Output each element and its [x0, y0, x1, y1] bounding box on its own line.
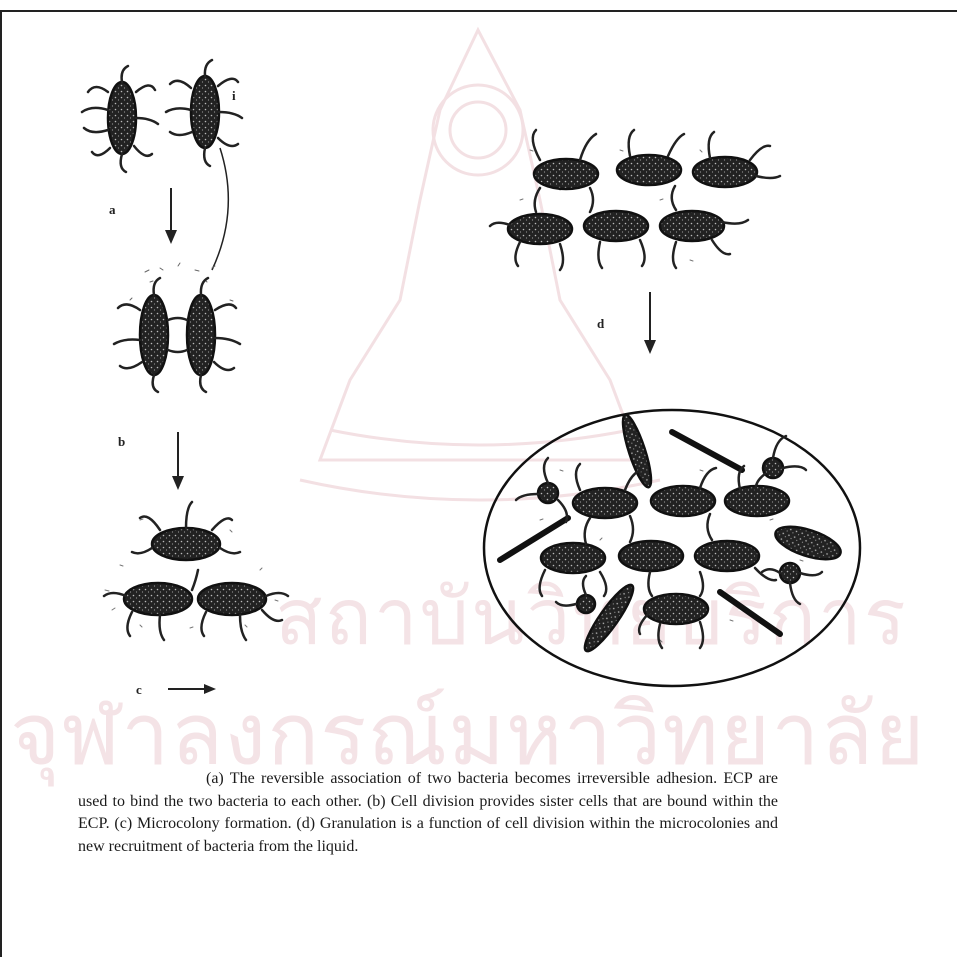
granulation-diagram: a i b c — [0, 0, 957, 760]
panel-label-a: a — [109, 202, 116, 217]
caption-text: (a) The reversible association of two ba… — [78, 770, 778, 855]
panel-c-microcolony — [104, 502, 288, 640]
granule — [484, 410, 860, 686]
arrow-to-granule-head — [644, 340, 656, 354]
arrow-b-to-c-head — [172, 476, 184, 490]
reversible-path-line — [212, 148, 228, 270]
figure-caption: (a) The reversible association of two ba… — [78, 768, 778, 858]
panel-b-sister-cells — [114, 263, 240, 392]
arrow-a-to-b-head — [165, 230, 177, 244]
panel-label-d: d — [597, 316, 605, 331]
arrow-c-to-d-head — [204, 684, 216, 694]
panel-a-bacteria — [82, 60, 242, 172]
panel-label-i: i — [232, 88, 236, 103]
panel-label-c: c — [136, 682, 142, 697]
panel-d-cell-cluster — [490, 130, 780, 270]
panel-label-b: b — [118, 434, 125, 449]
